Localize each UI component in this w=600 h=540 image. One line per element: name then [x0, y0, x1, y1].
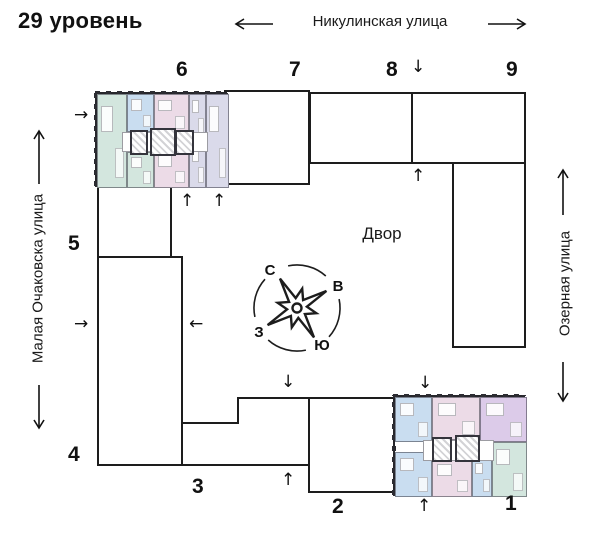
compass-south-label: Ю [314, 337, 329, 354]
street-left-arrow-up-icon [33, 129, 45, 184]
street-left-label: Малая Очаковска улица [29, 193, 47, 364]
entrance-arrow-up-icon: ↑ [411, 166, 426, 186]
apartment-unit[interactable] [432, 459, 472, 497]
entrance-arrow-up-icon: ↑ [180, 191, 195, 211]
stair-elevator-core [150, 128, 176, 156]
compass-east-label: В [333, 278, 344, 295]
street-right-label: Озерная улица [556, 230, 574, 337]
section-9-label: 9 [506, 58, 518, 81]
section-6-floor-plan [94, 91, 229, 188]
stair-elevator-core [175, 130, 194, 155]
apartment-unit[interactable] [127, 94, 154, 132]
apartment-unit[interactable] [127, 152, 154, 188]
entrance-arrow-right-icon: → [74, 314, 89, 334]
stair-elevator-core [455, 435, 480, 462]
apartment-unit[interactable] [206, 94, 229, 188]
page-title: 29 уровень [18, 8, 143, 33]
balcony-ticks-top [95, 91, 227, 95]
section-5-label: 5 [68, 232, 80, 255]
stair-elevator-core [432, 437, 452, 462]
apartment-unit[interactable] [395, 397, 432, 442]
entrance-arrow-down-icon: ↓ [411, 57, 426, 77]
street-top-label: Никулинская улица [312, 13, 448, 30]
compass-center-icon [291, 302, 303, 314]
section-9-outline [411, 92, 526, 164]
apartment-unit[interactable] [432, 397, 480, 440]
section-2-label: 2 [332, 495, 344, 518]
apartment-unit[interactable] [472, 457, 492, 497]
entrance-arrow-up-icon: ↑ [212, 191, 227, 211]
apartment-unit[interactable] [395, 452, 432, 497]
apartment-unit[interactable] [189, 94, 206, 138]
section-7-outline [224, 90, 310, 185]
street-left-arrow-down-icon [33, 385, 45, 430]
section-8-label: 8 [386, 58, 398, 81]
section-5-outline [97, 185, 172, 258]
compass-west-label: З [254, 324, 263, 341]
balcony-ticks-left [94, 92, 98, 186]
street-right-arrow-down-icon [557, 362, 569, 403]
section-2-outline [308, 397, 396, 493]
courtyard-label: Двор [362, 224, 402, 243]
street-top-arrow-left-icon [234, 18, 273, 30]
section-8-outline [309, 92, 413, 164]
apartment-unit[interactable] [492, 442, 527, 497]
balcony-ticks-top [393, 394, 525, 398]
section-4-label: 4 [68, 443, 80, 466]
entrance-arrow-up-icon: ↑ [281, 470, 296, 490]
street-right-arrow-up-icon [557, 168, 569, 215]
entrance-arrow-down-icon: ↓ [418, 373, 433, 393]
entrance-arrow-left-icon: ← [189, 314, 204, 334]
entrance-arrow-up-icon: ↑ [417, 496, 432, 516]
entrance-arrow-down-icon: ↓ [281, 372, 296, 392]
entrance-arrow-right-icon: → [74, 105, 89, 125]
compass-ring [253, 264, 341, 352]
section-6-label: 6 [176, 58, 188, 81]
balcony-ticks-left [392, 395, 396, 495]
stair-elevator-core [130, 130, 148, 155]
compass-north-label: С [265, 262, 276, 279]
section-3-label: 3 [192, 475, 204, 498]
street-top-arrow-right-icon [488, 18, 527, 30]
section-1-floor-plan [392, 394, 527, 497]
right-wing-outline [452, 162, 526, 348]
section-7-label: 7 [289, 58, 301, 81]
apartment-unit[interactable] [480, 397, 527, 442]
section-4-outline [97, 256, 183, 466]
compass-rose: С В Ю З [253, 262, 344, 354]
section-3-outline [181, 397, 311, 466]
section-1-label: 1 [505, 492, 517, 515]
